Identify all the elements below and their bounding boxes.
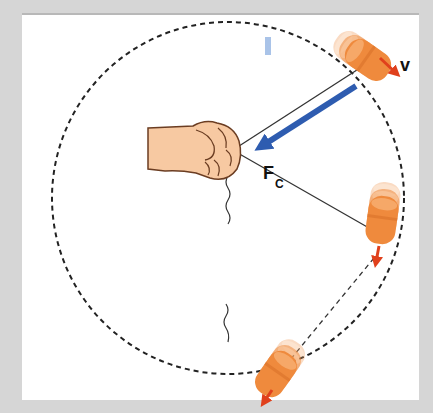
broken-string [226, 176, 230, 224]
broken-string [224, 304, 229, 342]
label-holder: v [400, 56, 410, 75]
mark [265, 37, 271, 55]
swinging-object [364, 180, 402, 246]
velocity-arrow [264, 390, 272, 402]
string [236, 68, 360, 148]
circular-path [52, 22, 404, 374]
released-object [250, 334, 310, 402]
fist [148, 122, 241, 180]
swinging-object [328, 26, 396, 86]
force-label: F [263, 163, 274, 183]
label-holder: F [263, 164, 274, 183]
velocity-arrow [380, 58, 396, 73]
force-label: C [275, 177, 284, 191]
tangent-path [290, 258, 374, 360]
velocity-arrow [376, 246, 379, 262]
force-arrow [262, 86, 356, 146]
string [236, 152, 376, 232]
label-holder: C [275, 174, 284, 192]
panel [22, 14, 419, 400]
velocity-label: v [400, 55, 410, 75]
